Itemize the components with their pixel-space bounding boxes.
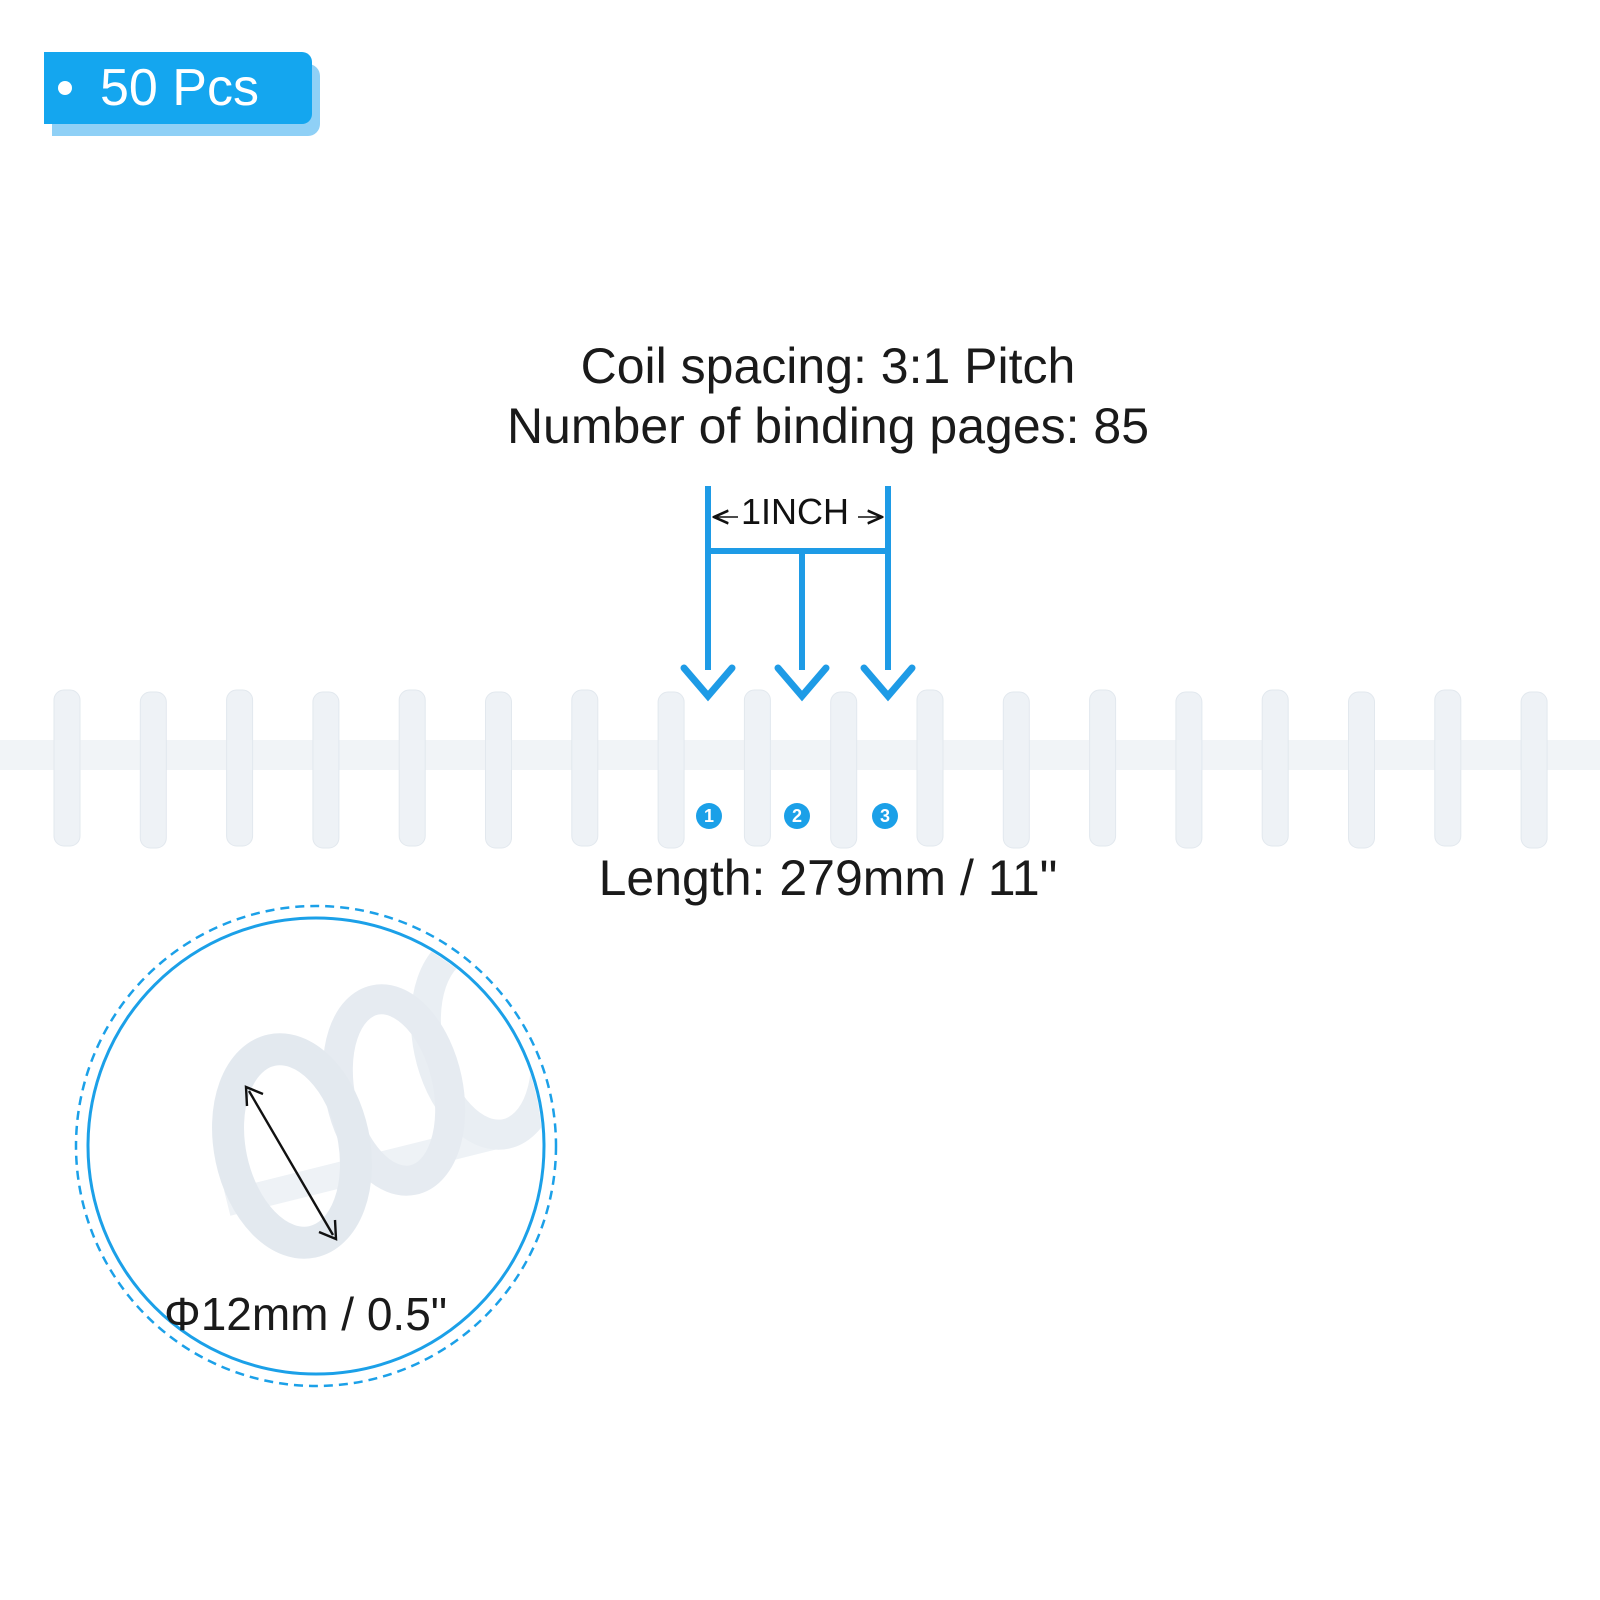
coil-ring: [657, 691, 685, 849]
coil-ring: [1348, 691, 1375, 849]
coil-rings: [53, 689, 1548, 849]
coil-ring: [398, 689, 426, 847]
coil-ring: [1520, 691, 1548, 849]
coil-marker-3: 3: [872, 803, 898, 829]
bullet-dot-icon: [58, 81, 72, 95]
binding-pages-label: Number of binding pages: 85: [506, 398, 1150, 454]
pitch-measure-label: 1INCH: [740, 491, 850, 532]
coil-marker-1: 1: [696, 803, 722, 829]
coil-closeup: [212, 930, 542, 1259]
coil-ring: [571, 689, 599, 847]
quantity-label: 50 Pcs: [100, 59, 259, 117]
coil-ring: [1089, 689, 1117, 847]
coil-ring: [1175, 691, 1203, 849]
coil-ring: [1002, 691, 1030, 849]
length-label: Length: 279mm / 11": [598, 850, 1058, 906]
coil-spacing-label: Coil spacing: 3:1 Pitch: [580, 338, 1076, 394]
double-arrow-icon: [244, 1085, 338, 1241]
coil-ring: [485, 691, 512, 849]
coil-ring: [1261, 689, 1289, 847]
coil-spine: [0, 740, 1600, 770]
badge-body: 50 Pcs: [44, 52, 312, 124]
coil-ring: [53, 689, 81, 847]
down-arrow-icon: [680, 664, 916, 702]
coil-ring: [830, 691, 858, 849]
coil-ring: [1434, 689, 1462, 847]
diameter-label: Φ12mm / 0.5": [164, 1288, 448, 1340]
coil-ring: [916, 689, 944, 847]
quantity-badge: 50 Pcs: [44, 52, 324, 138]
coil-ring: [312, 691, 340, 849]
spec-lines: Coil spacing: 3:1 Pitch Number of bindin…: [0, 336, 1600, 456]
coil-ring: [743, 689, 771, 847]
coil-ring: [226, 689, 254, 847]
detail-outer-ring: [74, 904, 558, 1388]
pitch-bracket: [705, 486, 891, 670]
coil-ring: [139, 691, 167, 849]
coil-marker-2: 2: [784, 803, 810, 829]
